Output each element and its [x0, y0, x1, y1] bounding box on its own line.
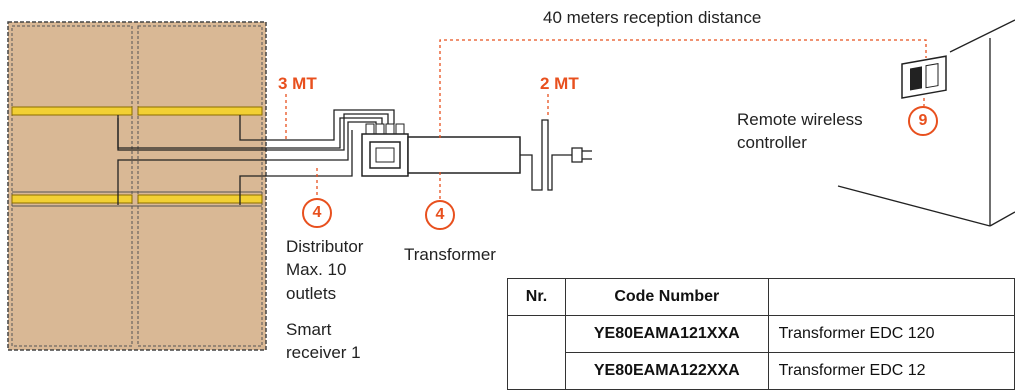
distributor-label: Distributor [286, 237, 364, 256]
strip-cables [117, 109, 395, 205]
remote-wireless-label: Remote wireless [737, 110, 863, 129]
length-2mt-label: 2 MT [540, 74, 579, 93]
receiver-label: receiver 1 [286, 343, 361, 362]
cell-code: YE80EAMA121XXA [564, 315, 769, 353]
cell-nr [507, 315, 566, 390]
cabinet [7, 21, 267, 351]
led-strip-top [11, 106, 263, 116]
controller-label: controller [737, 133, 807, 152]
cell-code: YE80EAMA122XXA [564, 352, 769, 390]
header-nr: Nr. [507, 278, 566, 316]
outlets-label: outlets [286, 284, 337, 303]
cell-desc: Transformer EDC 120 [767, 315, 1015, 353]
remote-controller-icon [901, 55, 947, 99]
header-code: Code Number [564, 278, 769, 316]
smart-label: Smart [286, 320, 332, 339]
table-row: YE80EAMA122XXA Transformer EDC 12 [508, 352, 1015, 390]
wall [837, 19, 1015, 227]
cell-desc: Transformer EDC 12 [767, 352, 1015, 390]
leader-lines [285, 39, 927, 200]
max-outlets-label: Max. 10 [286, 260, 347, 279]
table-header-row: Nr. Code Number [507, 278, 1015, 316]
wiring-diagram [7, 19, 1015, 351]
reception-distance-label: 40 meters reception distance [543, 8, 762, 27]
header-desc [767, 278, 1015, 316]
table-row: YE80EAMA121XXA Transformer EDC 120 [507, 315, 1015, 390]
remote-callout: 9 [908, 106, 938, 136]
distributor-callout: 4 [302, 198, 332, 228]
led-strip-middle [11, 194, 263, 204]
product-table: Nr. Code Number YE80EAMA121XXA Transform… [507, 278, 1015, 390]
length-3mt-label: 3 MT [278, 74, 317, 93]
distributor-box [361, 123, 409, 177]
transformer-label: Transformer [404, 245, 496, 264]
transformer-unit [407, 119, 592, 191]
transformer-callout: 4 [425, 200, 455, 230]
